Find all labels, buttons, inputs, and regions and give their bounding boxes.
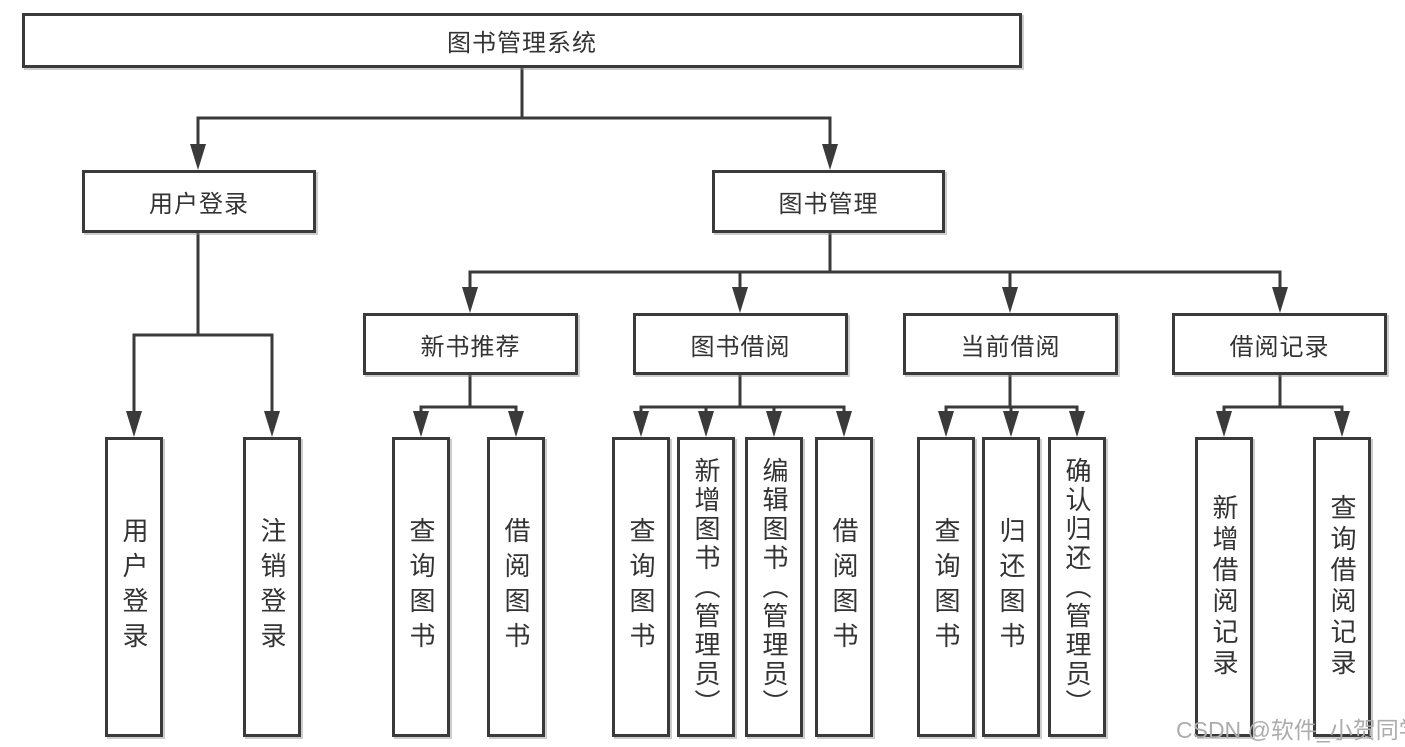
leaf-label: 编辑图书（管理员） [759,456,789,718]
leaf-label: 查询借阅记录 [1327,494,1357,680]
leaf-confirm-return-admin: 确认归还（管理员） [1048,437,1106,737]
leaf-borrow-books-borrow: 借阅图书 [815,437,873,737]
leaf-query-books-current: 查询图书 [917,437,975,737]
leaf-add-borrow-record: 新增借阅记录 [1195,437,1253,737]
leaf-user-login: 用户登录 [105,437,163,737]
leaf-logout: 注销登录 [243,437,301,737]
node-book-management: 图书管理 [712,170,945,233]
leaf-label: 借阅图书 [829,517,859,657]
leaf-label: 新增图书（管理员） [691,456,721,718]
leaf-return-books: 归还图书 [982,437,1040,737]
leaf-query-borrow-record: 查询借阅记录 [1313,437,1371,737]
leaf-label: 借阅图书 [501,517,531,657]
leaf-label: 查询图书 [406,517,436,657]
node-current-borrow: 当前借阅 [903,313,1118,375]
leaf-label: 注销登录 [257,517,287,657]
leaf-label: 新增借阅记录 [1209,494,1239,680]
node-library-management-system: 图书管理系统 [22,13,1022,68]
leaf-label: 用户登录 [119,517,149,657]
leaf-label: 归还图书 [996,517,1026,657]
leaf-label: 查询图书 [626,517,656,657]
node-book-borrow: 图书借阅 [633,313,848,375]
leaf-query-books-newbook: 查询图书 [392,437,450,737]
leaf-add-book-admin: 新增图书（管理员） [677,437,735,737]
leaf-query-books-borrow: 查询图书 [612,437,670,737]
leaf-label: 确认归还（管理员） [1062,456,1092,718]
csdn-watermark: CSDN @软件_小贺同学 [1176,717,1405,743]
node-new-book-recommend: 新书推荐 [363,313,578,375]
leaf-edit-book-admin: 编辑图书（管理员） [745,437,803,737]
node-borrow-records: 借阅记录 [1172,313,1387,375]
node-user-login: 用户登录 [82,170,316,233]
leaf-borrow-books-newbook: 借阅图书 [487,437,545,737]
leaf-label: 查询图书 [931,517,961,657]
